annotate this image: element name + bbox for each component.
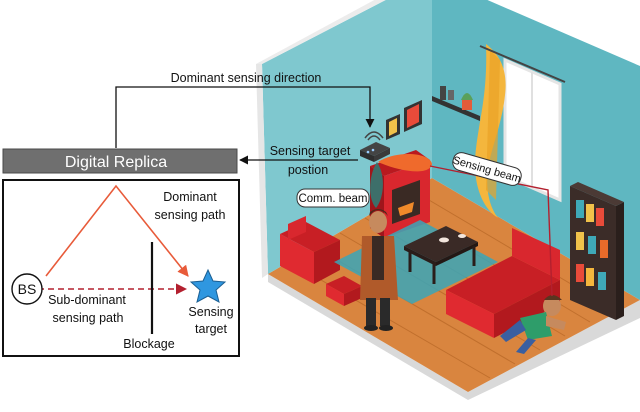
sensing-target-label-line1: Sensing: [188, 305, 233, 319]
fallen-person: [500, 295, 566, 354]
subdominant-path-label-line2: sensing path: [53, 311, 124, 325]
dominant-path-label-line2: sensing path: [155, 208, 226, 222]
comm-beam-callout: Comm. beam: [296, 188, 370, 208]
ottoman: [326, 276, 362, 306]
router-device: [360, 131, 390, 162]
digital-replica-header: [2, 148, 238, 174]
bookshelf: [570, 182, 624, 320]
sensing-target-label-line2: target: [195, 322, 227, 336]
wall-shelf: [432, 96, 480, 121]
room-floor: [268, 178, 640, 392]
wall-side-left: [256, 64, 268, 278]
dominant-sensing-path: [45, 184, 189, 277]
sensing-target-star: [189, 268, 227, 303]
armchair: [280, 216, 340, 284]
dominant-direction-arrow: [115, 86, 375, 148]
shelf-plant-pot: [462, 100, 472, 110]
standing-person: [360, 209, 398, 331]
sensing-beam-label-box: [452, 152, 522, 186]
coffee-table: [404, 226, 478, 284]
digital-replica-panel: Digital Replica BS Dominant sensing path…: [2, 148, 240, 357]
comm-beam-label-box: [296, 188, 370, 208]
sofa: [446, 228, 560, 338]
dominant-path-label-line1: Dominant: [163, 190, 217, 204]
target-position-label-line2: postion: [288, 163, 328, 177]
sensing-beam-path: [429, 165, 553, 297]
digital-replica-title: Digital Replica: [65, 154, 167, 171]
replica-frame: [2, 179, 240, 357]
sensing-beam: [378, 153, 432, 172]
dominant-direction-label: Dominant sensing direction: [171, 71, 322, 85]
base-station-circle: [11, 273, 43, 305]
comm-beam: [370, 162, 383, 208]
blockage-label: Blockage: [123, 337, 174, 351]
room-illustration: [256, 0, 640, 400]
subdominant-path-label-line1: Sub-dominant: [48, 293, 126, 307]
base-station-label: BS: [18, 281, 37, 297]
wall-top-left: [256, 0, 386, 64]
target-position-label-line1: Sensing target: [270, 144, 351, 158]
comm-beam-label: Comm. beam: [298, 193, 367, 205]
